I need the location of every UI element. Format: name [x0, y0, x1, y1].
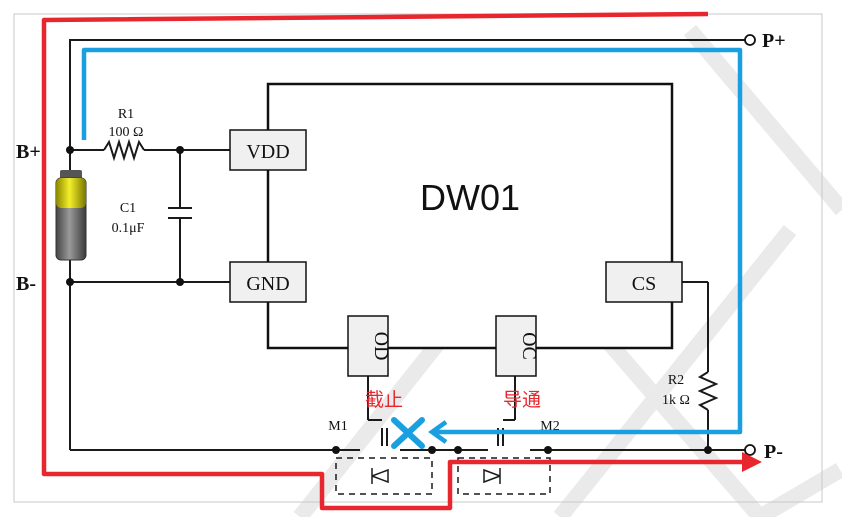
diode-symbols: [371, 468, 501, 484]
p-plus-label: P+: [762, 30, 786, 52]
r2-name: R2: [668, 373, 684, 388]
battery-icon: [55, 170, 87, 261]
pin-gnd: GND: [229, 261, 307, 303]
svg-text:CS: CS: [632, 273, 656, 295]
red-current-path: [41, 11, 742, 511]
blue-arrow-head: [428, 420, 448, 444]
b-minus-label: B-: [16, 273, 36, 295]
chip-name: DW01: [420, 177, 520, 218]
m1-state-label: 截止: [365, 389, 403, 411]
blocked-x-mark: [391, 417, 425, 449]
m1-label: M1: [328, 419, 347, 434]
p-minus-terminal: [744, 444, 756, 456]
p-minus-label: P-: [764, 441, 783, 463]
m2-state-label: 导通: [503, 389, 541, 411]
mosfet-diodes: [335, 457, 551, 495]
blue-current-path: [81, 47, 743, 435]
svg-text:OC: OC: [518, 332, 540, 360]
pin-oc: OC: [495, 315, 540, 377]
pin-cs: CS: [605, 261, 683, 303]
svg-text:GND: GND: [246, 273, 289, 295]
c1-value: 0.1μF: [112, 221, 145, 236]
b-plus-label: B+: [16, 141, 41, 163]
junction-dots: [66, 146, 712, 454]
red-arrow-head: [742, 452, 762, 472]
diagram-frame: [13, 13, 823, 503]
pin-vdd: VDD: [229, 129, 307, 171]
pin-od: OD: [347, 315, 392, 377]
r1-name: R1: [118, 107, 134, 122]
svg-text:OD: OD: [370, 332, 392, 361]
svg-text:VDD: VDD: [246, 141, 289, 163]
c1-name: C1: [120, 201, 136, 216]
p-plus-terminal: [744, 34, 756, 46]
dw01-chip-body: [266, 82, 674, 350]
r2-value: 1k Ω: [662, 393, 690, 408]
r1-value: 100 Ω: [109, 125, 144, 140]
